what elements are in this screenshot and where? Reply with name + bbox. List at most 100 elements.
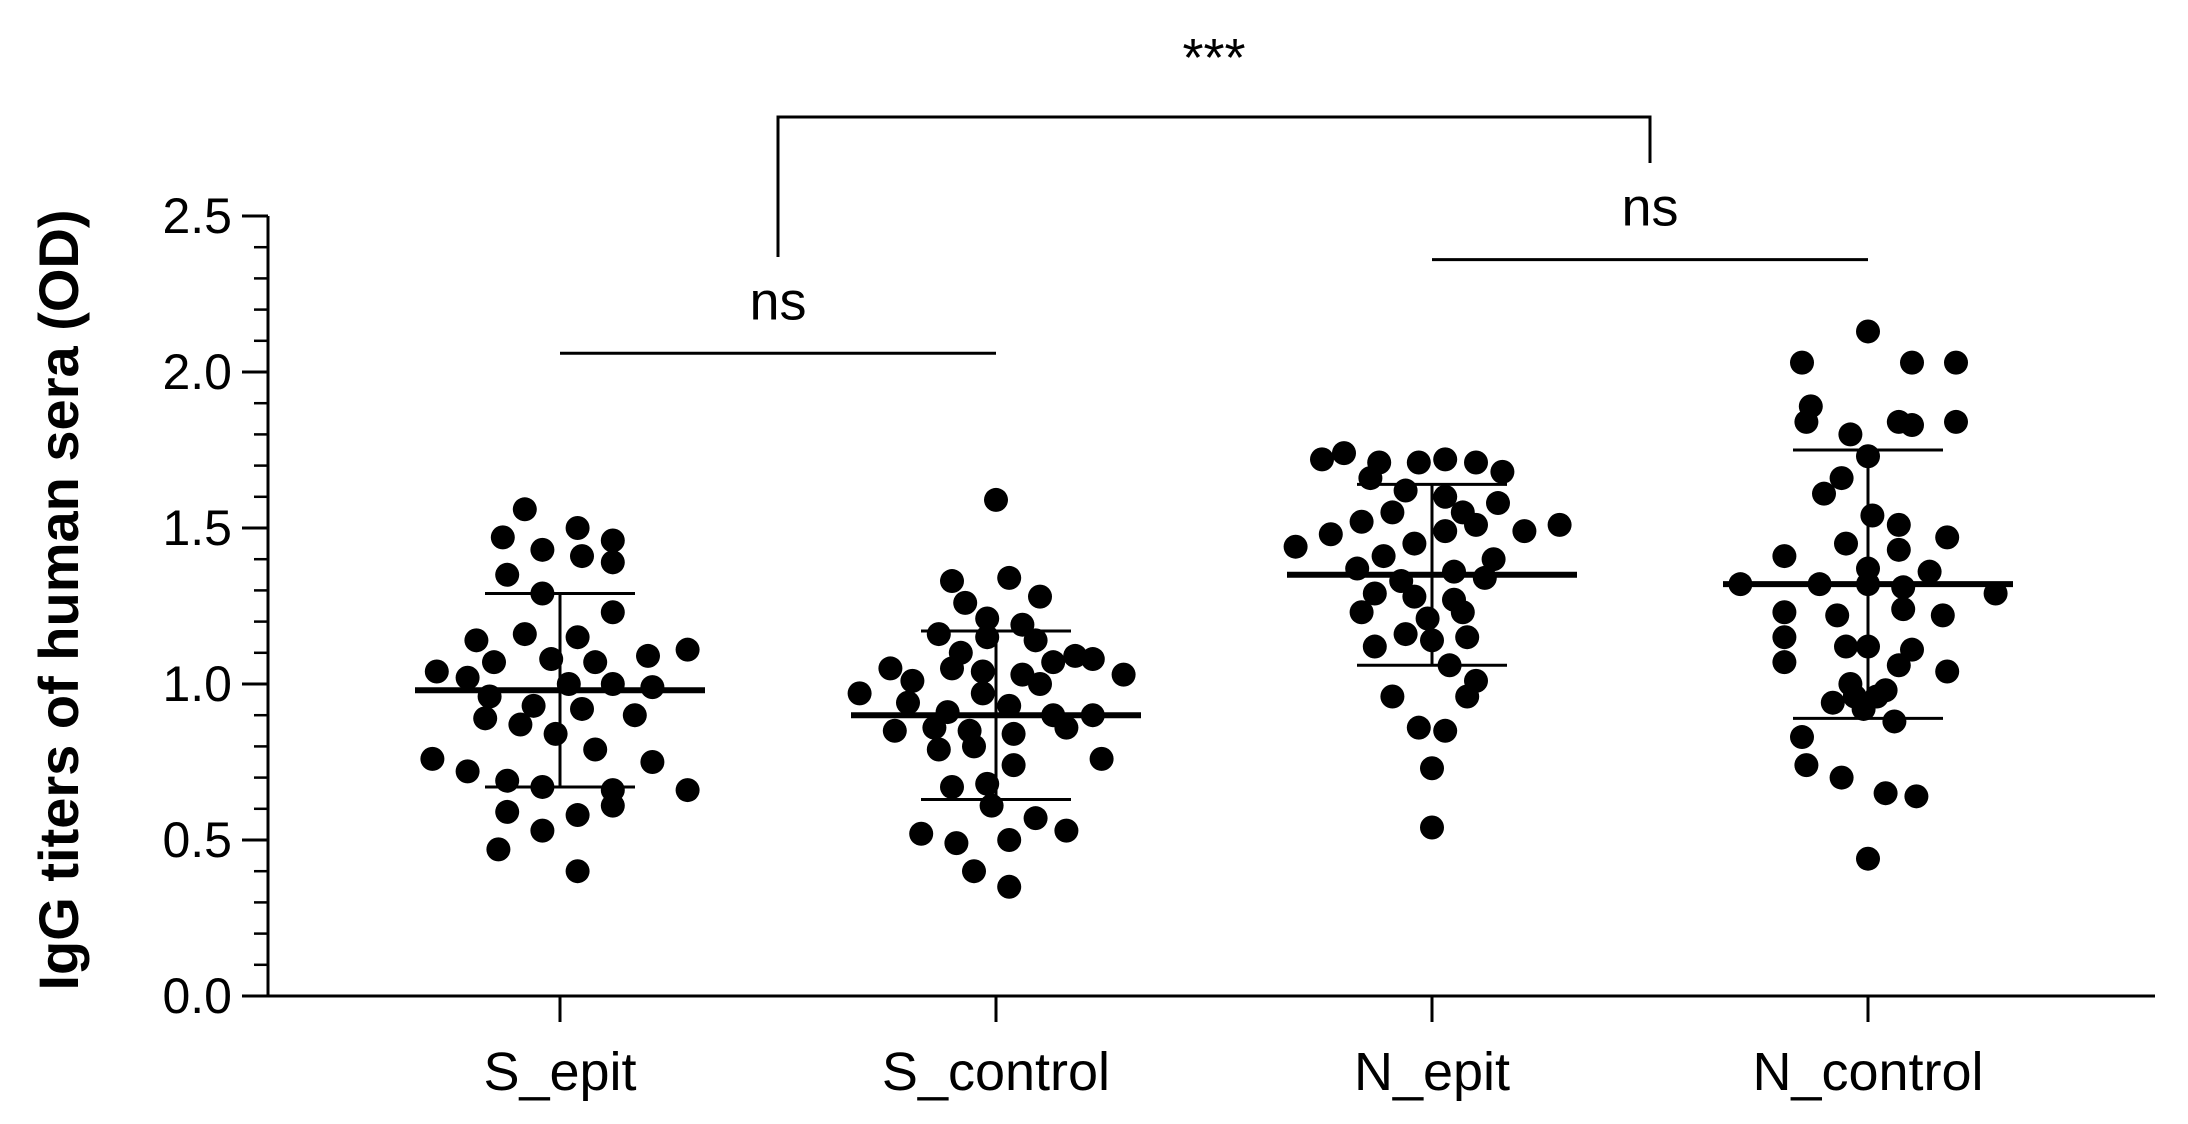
data-point [1983,581,2008,606]
data-point [944,831,969,856]
data-point [495,768,520,793]
data-point [495,562,520,587]
data-point [455,665,480,690]
data-point [570,544,594,569]
data-point [455,759,480,784]
data-point [1464,512,1488,537]
data-point [640,675,665,700]
group-N_epit [1283,441,1577,840]
data-point [675,637,700,662]
data-point [1442,559,1466,584]
data-point [490,525,515,550]
data-point [1023,628,1048,653]
data-point [1820,690,1845,715]
data-point [1790,725,1814,750]
data-point [1089,746,1114,771]
data-point [882,718,907,743]
data-point [1010,662,1035,687]
data-point [1772,625,1797,650]
data-point [1812,481,1836,506]
data-point [1772,650,1797,675]
data-point [1512,519,1537,544]
group-N_control [1723,319,2013,871]
data-point [1490,459,1515,484]
data-point [508,712,533,737]
data-point [970,681,995,706]
data-point [1380,500,1405,525]
data-point [464,628,489,653]
data-point [495,799,520,824]
data-point [1380,684,1405,709]
data-point [1935,659,1960,684]
data-point [1054,715,1079,740]
data-point [1433,519,1458,544]
data-point [997,874,1022,899]
data-point [940,656,964,681]
data-point [543,721,568,746]
data-point [570,696,594,721]
data-point [909,821,934,846]
data-point [1362,581,1387,606]
data-point [922,715,947,740]
y-tick-label: 2.0 [162,344,232,400]
data-point [1472,565,1497,590]
data-point [600,600,625,625]
data-groups [415,319,2013,899]
y-ticks: 0.00.51.01.52.02.5 [162,188,268,1024]
data-point [1371,544,1396,569]
data-point [1393,478,1418,503]
data-point [1794,753,1819,778]
data-point [953,590,978,615]
data-point [622,703,647,728]
data-point [900,668,925,693]
x-category-label: N_control [1752,1042,1983,1102]
data-point [636,643,660,668]
data-point [1886,537,1911,562]
data-point [847,681,872,706]
data-point [1935,525,1960,550]
data-point [530,537,555,562]
data-point [420,746,445,771]
data-point [512,497,537,522]
data-point [1362,634,1387,659]
data-point [984,487,1008,512]
data-point [521,693,546,718]
data-point [565,803,590,828]
data-point [675,778,700,803]
data-point [1028,584,1052,609]
significance-label: *** [1182,28,1245,88]
y-tick-label: 0.5 [162,812,232,868]
data-point [1318,522,1343,547]
data-point [424,659,449,684]
data-point [1080,647,1105,672]
data-point [1829,765,1854,790]
data-point [1481,547,1506,572]
data-point [1406,715,1431,740]
data-point [1420,815,1444,840]
data-point [1433,484,1458,509]
data-point [1023,806,1048,831]
data-point [1420,756,1444,781]
data-point [979,793,1004,818]
data-point [997,828,1022,852]
data-point [1944,350,1968,375]
data-point [1001,753,1026,778]
data-point [1772,544,1797,569]
data-point [1111,662,1136,687]
data-point [600,550,625,575]
data-point [1917,559,1942,584]
data-point [970,659,995,684]
data-point [1406,450,1431,475]
x-category-label: S_control [882,1042,1110,1102]
data-point [1433,447,1458,472]
data-point [1834,531,1858,556]
data-point [962,859,986,884]
data-point [878,656,903,681]
data-point [997,565,1022,590]
data-point [473,706,498,731]
data-point [1547,512,1572,537]
data-point [565,516,590,540]
data-point [1873,781,1898,806]
